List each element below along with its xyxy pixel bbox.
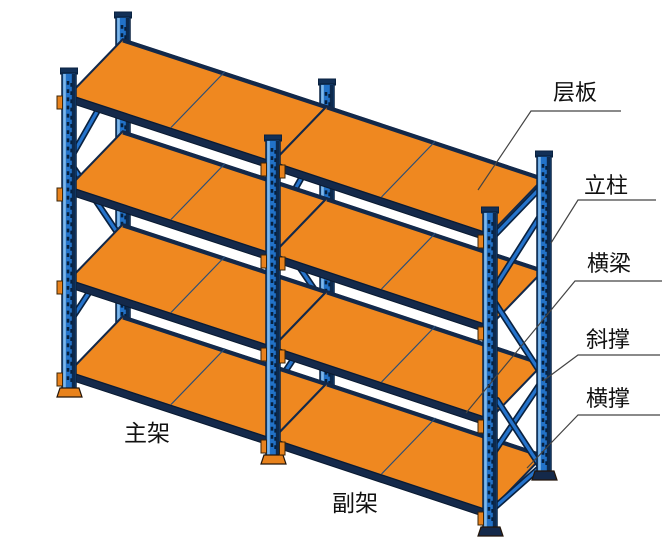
brace-right-frame <box>486 180 550 512</box>
upright-front-left <box>60 67 78 390</box>
bracket-addon-left-4 <box>279 441 286 456</box>
leader-lizhu <box>550 199 656 244</box>
shelf-main-3 <box>67 223 329 356</box>
label-beam: 横梁 <box>587 251 631 276</box>
leader-hengliang <box>465 280 662 414</box>
bracket-addon-right-4 <box>477 511 484 526</box>
bracket-main-left-3 <box>56 280 63 295</box>
leader-cengban <box>477 110 621 191</box>
label-diagonal-brace: 斜撑 <box>586 327 630 352</box>
rack-drawing <box>56 11 558 537</box>
foot-front-left <box>56 387 83 398</box>
bracket-addon-left-3 <box>279 349 286 364</box>
bracket-addon-left-1 <box>279 164 286 179</box>
shelf-main-4 <box>67 315 329 448</box>
bracket-main-right-2 <box>260 254 267 269</box>
leader-hengcheng <box>526 414 660 469</box>
labels: 层板 立柱 横梁 斜撑 横撑 主架 副架 <box>124 80 631 516</box>
bracket-main-left-1 <box>56 95 63 110</box>
label-horizontal-brace: 横撑 <box>586 386 630 411</box>
leader-xiecheng <box>542 354 660 382</box>
foot-front-middle <box>260 454 287 465</box>
foot-rear-right <box>531 470 558 481</box>
foot-front-right <box>477 526 504 537</box>
bracket-addon-left-2 <box>279 256 286 271</box>
bracket-addon-right-3 <box>477 419 484 434</box>
bracket-main-left-2 <box>56 187 63 202</box>
shelf-addon-1 <box>271 105 546 243</box>
bracket-main-left-4 <box>56 372 63 387</box>
label-main-frame: 主架 <box>124 421 170 446</box>
leader-lines <box>465 110 662 469</box>
label-addon-frame: 副架 <box>332 491 378 516</box>
upright-front-right <box>481 206 499 529</box>
bracket-addon-right-2 <box>477 326 484 341</box>
bracket-main-right-3 <box>260 347 267 362</box>
bracket-addon-right-1 <box>477 234 484 249</box>
upright-front-middle <box>264 134 282 457</box>
bracket-main-right-4 <box>260 439 267 454</box>
label-upright-column: 立柱 <box>584 173 628 198</box>
label-shelf-panel: 层板 <box>553 80 597 105</box>
bracket-main-right-1 <box>260 162 267 177</box>
